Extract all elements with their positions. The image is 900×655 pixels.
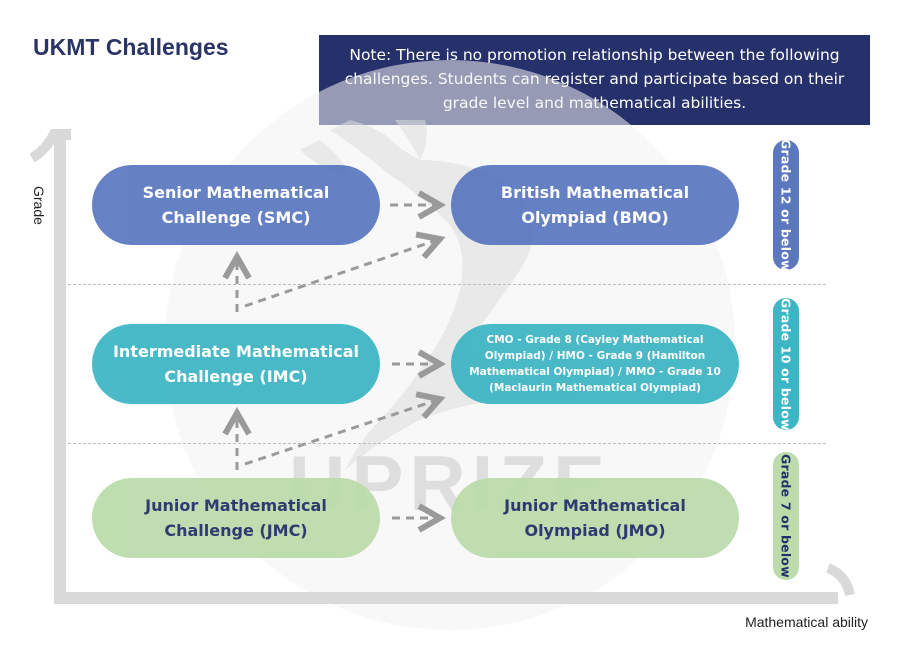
grade-tag-junior: Grade 7 or below: [773, 452, 799, 580]
bmo-label: British Mathematical Olympiad (BMO): [500, 183, 690, 227]
jmc-pill: Junior Mathematical Challenge (JMC): [92, 478, 380, 558]
bmo-pill: British Mathematical Olympiad (BMO): [451, 165, 739, 245]
imc-olympiads-label: CMO - Grade 8 (Cayley Mathematical Olymp…: [469, 334, 721, 394]
divider-intermediate-junior: [68, 443, 826, 444]
page-title: UKMT Challenges: [33, 34, 229, 60]
jmo-label: Junior Mathematical Olympiad (JMO): [504, 496, 686, 540]
imc-olympiads-pill: CMO - Grade 8 (Cayley Mathematical Olymp…: [451, 324, 739, 404]
smc-pill: Senior Mathematical Challenge (SMC): [92, 165, 380, 245]
smc-label: Senior Mathematical Challenge (SMC): [142, 183, 330, 227]
imc-label: Intermediate Mathematical Challenge (IMC…: [112, 342, 360, 386]
imc-pill: Intermediate Mathematical Challenge (IMC…: [92, 324, 380, 404]
grade-tag-intermediate: Grade 10 or below: [773, 298, 799, 430]
x-axis-label: Mathematical ability: [745, 614, 868, 630]
divider-senior-intermediate: [68, 284, 826, 285]
jmc-label: Junior Mathematical Challenge (JMC): [145, 496, 327, 540]
grade-tag-senior-label: Grade 12 or below: [778, 138, 794, 272]
jmo-pill: Junior Mathematical Olympiad (JMO): [451, 478, 739, 558]
grade-tag-senior: Grade 12 or below: [773, 138, 799, 272]
grade-tag-intermediate-label: Grade 10 or below: [778, 297, 794, 431]
y-axis-label: Grade: [31, 186, 47, 225]
grade-tag-junior-label: Grade 7 or below: [778, 454, 794, 578]
